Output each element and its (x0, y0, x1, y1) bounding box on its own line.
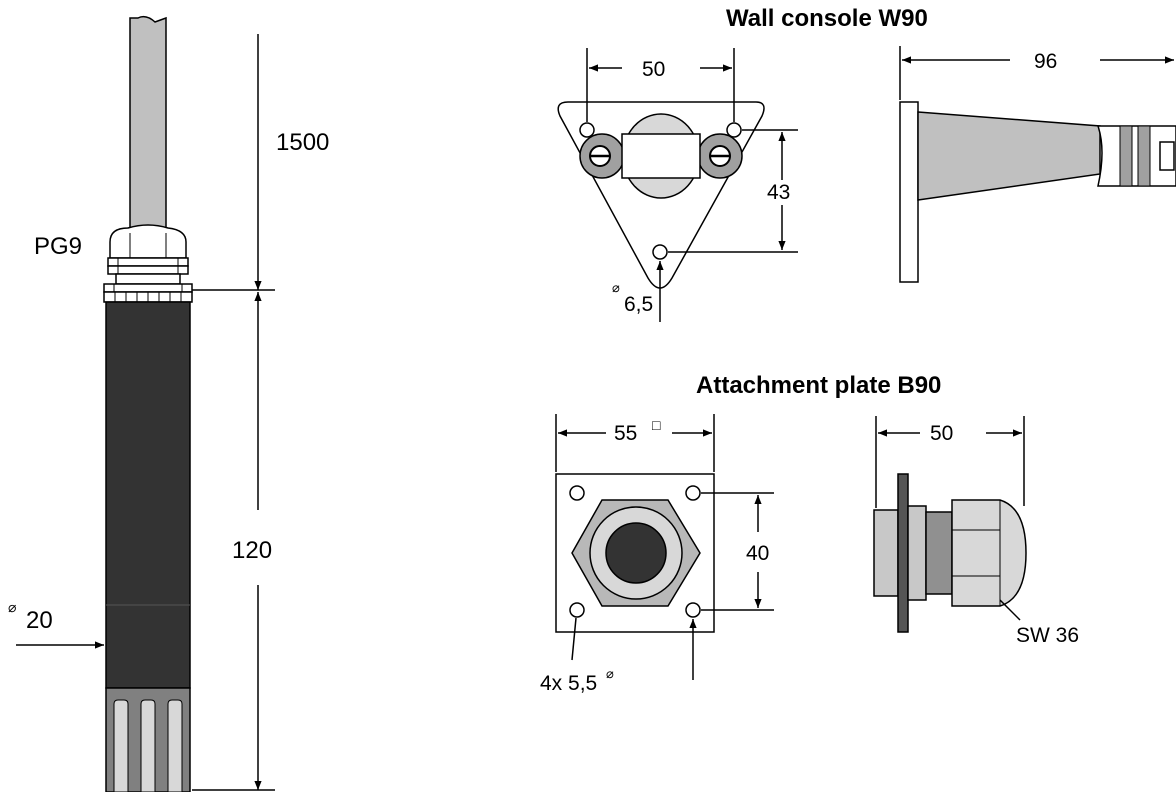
wall-console-front-view (557, 101, 765, 289)
gland-neck (115, 273, 181, 285)
dim-hole-spacing-50: 50 (642, 58, 665, 81)
gland-label: PG9 (34, 233, 82, 260)
sensor-body (105, 301, 191, 689)
attachment-plate-front-dimensions (555, 414, 774, 680)
console-arm (917, 111, 1101, 201)
attachment-plate-side-view (873, 473, 1027, 633)
sensor-drawing (103, 15, 193, 792)
dim-cable-length: 1500 (276, 129, 329, 156)
gland-nut-upper (107, 257, 189, 267)
diameter-symbol: ⌀ (612, 280, 620, 295)
dim-holes: 4x 5,5 (540, 672, 597, 695)
clamp-side (1096, 125, 1176, 187)
dim-hole-spacing-40: 40 (746, 542, 769, 565)
sensor-cable (129, 15, 167, 236)
dim-plate-size-55: 55 (614, 422, 637, 445)
dim-hole-diameter: 6,5 (624, 293, 653, 316)
gland-bore (605, 522, 667, 584)
dim-diameter: 20 (26, 607, 53, 634)
diameter-symbol: ⌀ (606, 666, 614, 681)
wall-console-side-view (899, 101, 1176, 283)
gland-thread-side (873, 509, 899, 597)
plate-edge (897, 473, 909, 633)
square-symbol: □ (652, 417, 661, 433)
attachment-plate-title: Attachment plate B90 (696, 372, 941, 399)
gland-body-side (925, 511, 953, 595)
plate-hole-br (685, 602, 701, 618)
dim-depth-50: 50 (930, 422, 953, 445)
gland-nut-mid (107, 265, 189, 275)
plate-hole-tr (685, 485, 701, 501)
wall-console-side-dimensions (899, 46, 1174, 100)
wall-console-front-dimensions (586, 48, 798, 322)
attachment-plate-front-view (555, 473, 715, 633)
gland-base (103, 283, 193, 293)
cable-gland-cap (109, 224, 187, 259)
plate-hole-tl (569, 485, 585, 501)
plate-hole-bl (569, 602, 585, 618)
attachment-plate-side-dimensions (875, 416, 1025, 621)
gland-cap-side (951, 499, 1027, 607)
wall-console-title: Wall console W90 (726, 5, 928, 32)
mount-hole-bottom (652, 244, 668, 260)
mount-hole-left (579, 122, 595, 138)
dim-height-43: 43 (767, 181, 790, 204)
clamp-band (621, 133, 701, 179)
sensor-dimensions (16, 34, 275, 791)
dim-length-96: 96 (1034, 50, 1057, 73)
diameter-symbol: ⌀ (8, 599, 16, 615)
wrench-size: SW 36 (1016, 624, 1079, 647)
dim-body-length: 120 (232, 537, 272, 564)
wall-plate (899, 101, 919, 283)
gland-nut-side (907, 505, 927, 601)
mount-hole-right (726, 122, 742, 138)
